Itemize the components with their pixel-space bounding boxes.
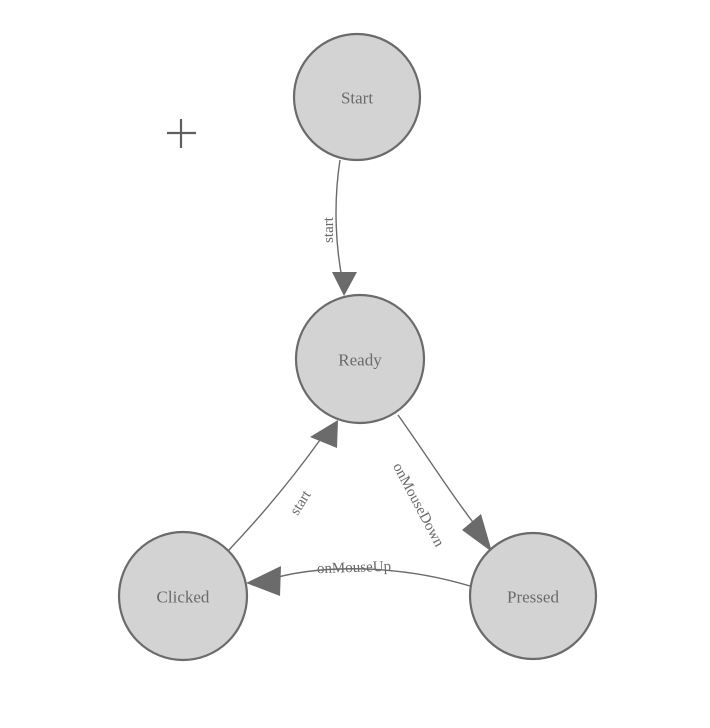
arrow-head-icon: [246, 566, 281, 596]
edge-line: [335, 159, 344, 284]
node-label: Clicked: [157, 588, 210, 607]
arrow-head-icon: [310, 420, 338, 448]
edge-pressed-to-clicked[interactable]: onMouseUp: [246, 559, 471, 596]
edge-start-to-ready[interactable]: start: [321, 159, 357, 296]
arrow-head-icon: [332, 272, 357, 296]
plus-marker-icon: [167, 119, 196, 148]
node-label: Pressed: [507, 588, 559, 607]
edge-label-start-to-ready: start: [321, 216, 337, 243]
node-label: Ready: [338, 351, 382, 370]
edge-label-clicked-to-ready: start: [287, 487, 315, 518]
edge-line: [263, 568, 471, 587]
arrow-head-icon: [462, 514, 492, 552]
node-shape: [117, 530, 249, 662]
node-ready[interactable]: Ready: [294, 293, 426, 425]
node-shape: [468, 531, 598, 661]
edge-ready-to-pressed[interactable]: onMouseDown: [389, 414, 492, 552]
edge-label-pressed-to-clicked: onMouseUp: [317, 559, 392, 578]
node-clicked[interactable]: Clicked: [117, 530, 249, 662]
node-label: Start: [341, 89, 373, 108]
edge-line: [227, 439, 321, 552]
node-start[interactable]: Start: [292, 32, 422, 162]
edge-clicked-to-ready[interactable]: start: [227, 420, 338, 552]
node-shape: [292, 32, 422, 162]
node-pressed[interactable]: Pressed: [468, 531, 598, 661]
node-shape: [294, 293, 426, 425]
